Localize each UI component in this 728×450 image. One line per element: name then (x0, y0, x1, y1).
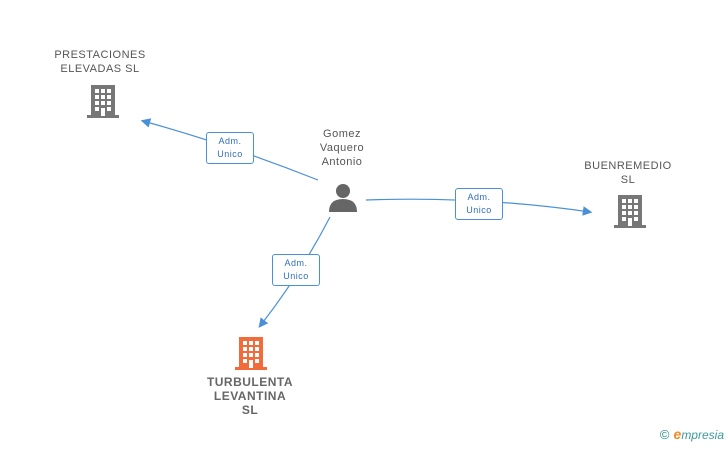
person-icon[interactable] (328, 182, 358, 212)
node-label-person[interactable]: Gomez Vaquero Antonio (319, 128, 365, 168)
brand-logo-e: e (673, 426, 682, 442)
edge-label-buenremedio: Adm. Unico (455, 188, 503, 220)
edge-label-turbulenta: Adm. Unico (272, 254, 320, 286)
building-icon[interactable] (87, 83, 119, 119)
brand-footer: ©empresia (660, 426, 724, 442)
node-label-buenremedio[interactable]: BUENREMEDIO SL (584, 160, 672, 186)
brand-logo-text: mpresia (681, 428, 724, 442)
building-icon[interactable] (614, 193, 646, 229)
building-icon-highlighted[interactable] (235, 335, 267, 371)
node-label-turbulenta[interactable]: TURBULENTA LEVANTINA SL (206, 375, 294, 417)
copyright-symbol: © (659, 427, 670, 442)
edge-label-prestaciones: Adm. Unico (206, 132, 254, 164)
node-label-prestaciones[interactable]: PRESTACIONES ELEVADAS SL (54, 49, 146, 75)
